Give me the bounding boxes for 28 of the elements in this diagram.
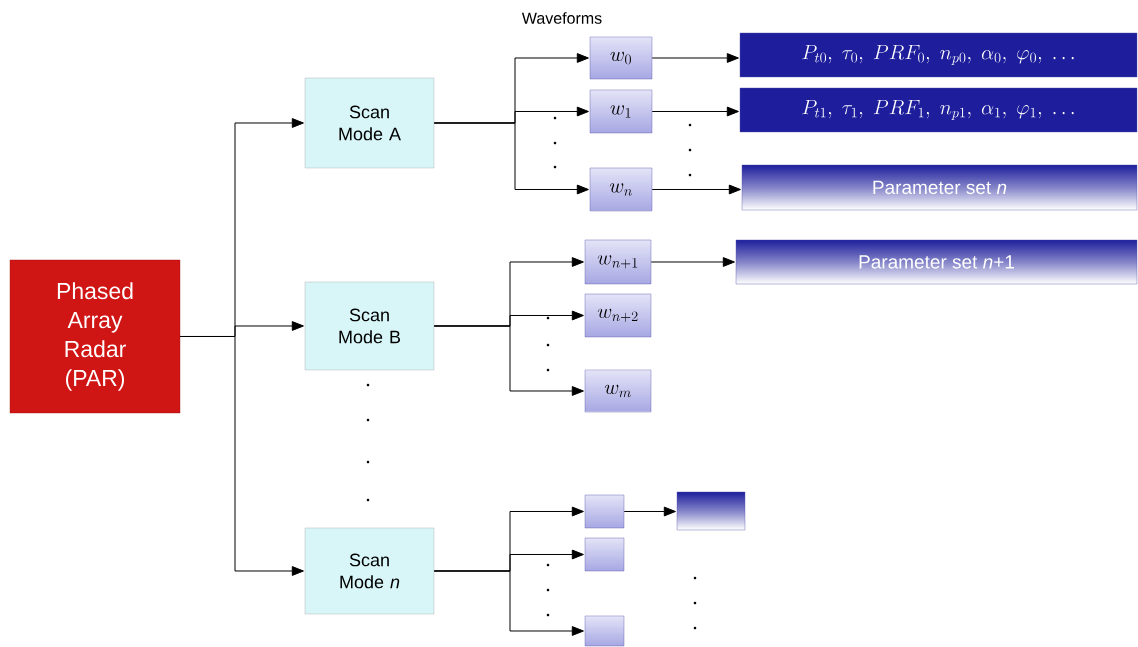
parameter-box bbox=[676, 491, 746, 531]
waveform-box bbox=[584, 537, 625, 572]
scan-mode-box: Scan Mode A bbox=[304, 77, 435, 169]
parameter-box: Parameter set n bbox=[741, 164, 1138, 211]
waveform-box: $w_1$ bbox=[589, 89, 653, 134]
scan-mode-box: Scan Mode B bbox=[304, 281, 435, 371]
parameter-box: Parameter set n+1 bbox=[735, 239, 1138, 285]
waveform-box: $w_0$ bbox=[589, 36, 653, 80]
waveform-box: $w_{n+1}$ bbox=[584, 239, 652, 285]
waveform-box: $w_n$ bbox=[589, 167, 653, 212]
parameter-box: $P_{t0},\ \tau_0,\ PRF_0,\ n_{p0},\ \alpha_0,\ \varphi_0,\ \ldots$ bbox=[739, 32, 1138, 78]
waveform-box bbox=[584, 494, 625, 529]
arrow bbox=[650, 257, 735, 267]
arrow bbox=[651, 53, 739, 63]
scan-mode-box: Scan Mode n bbox=[304, 527, 435, 615]
arrow bbox=[433, 122, 589, 195]
arrow bbox=[651, 184, 741, 195]
waveform-box bbox=[584, 615, 625, 647]
arrow bbox=[433, 325, 584, 396]
parameter-box: $P_{t1},\ \tau_1,\ PRF_1,\ n_{p1},\ \alpha_1,\ \varphi_1,\ \ldots$ bbox=[739, 87, 1138, 133]
arrow bbox=[623, 506, 676, 517]
waveform-box: $w_{n+2}$ bbox=[584, 293, 652, 338]
waveform-box: $w_m$ bbox=[584, 369, 652, 413]
arrow bbox=[433, 570, 584, 636]
heading: Waveforms bbox=[521, 12, 602, 24]
arrow bbox=[179, 336, 304, 576]
arrow bbox=[651, 106, 739, 117]
radar-box: Phased Array Radar (PAR) bbox=[9, 259, 181, 414]
